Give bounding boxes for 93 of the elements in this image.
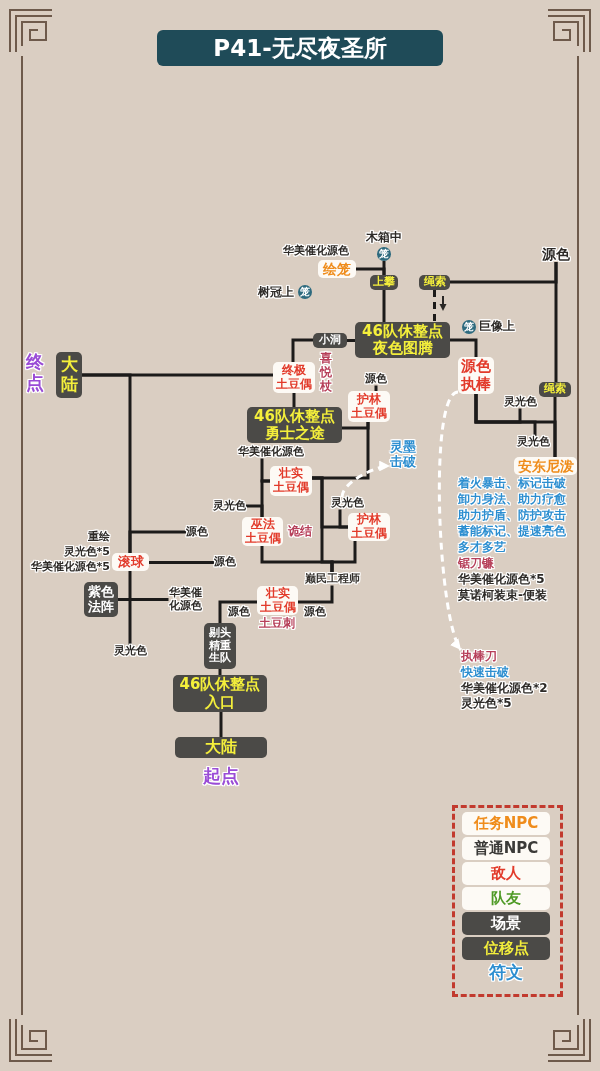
item-label: 灵光色	[113, 645, 147, 658]
item-label: 华美催化源色*2	[461, 681, 548, 696]
drop-label: 锯刀镰	[458, 557, 494, 571]
legend-key: 位移点	[462, 937, 550, 960]
legend-key: 队友	[462, 887, 550, 910]
title-banner: P41-无尽夜圣所	[157, 30, 443, 66]
item-label: 重绘	[88, 531, 110, 544]
scene-tag: 剔头精重生队	[204, 623, 236, 669]
dashed-arrow	[340, 461, 391, 498]
route-line	[149, 561, 214, 564]
location-label: 巨像上	[479, 320, 515, 334]
item-label: 源色	[228, 606, 250, 619]
item-label: 灵光色	[503, 396, 537, 409]
item-label: 华美催化源色*5	[458, 573, 545, 587]
location-label: 木箱中	[366, 231, 402, 245]
enemy-tag: 壮实土豆偶	[270, 466, 312, 496]
waypoint-tag: 上攀	[370, 275, 398, 290]
waypoint-tag: 46队休整点入口	[173, 675, 267, 712]
drop-label: 喜悦杖	[319, 352, 333, 394]
waypoint-tag: 46队休整点夜色图腾	[355, 322, 450, 358]
scene-tag: 小洞	[313, 333, 347, 348]
enemy-tag: 终极土豆偶	[273, 362, 315, 393]
route-line	[128, 530, 186, 553]
route-line	[298, 585, 334, 604]
item-label: 灵光色	[212, 500, 246, 513]
dashed-arrow	[437, 390, 463, 651]
route-line	[291, 338, 313, 362]
item-label: 华美催化源色	[168, 587, 202, 613]
route-line	[260, 546, 334, 573]
dashed-route-line	[433, 290, 436, 322]
item-label: 源色	[304, 606, 326, 619]
cage-marker: 笼	[462, 320, 476, 334]
cage-marker: 笼	[377, 247, 391, 261]
endpoint-label: 起点	[203, 766, 239, 787]
rune-label: 卸力身法、助力疗愈	[458, 493, 566, 507]
item-label: 灵光色	[330, 497, 364, 510]
legend-key: 符文	[489, 963, 523, 983]
item-label: 源色	[542, 246, 570, 263]
quest-npc-tag: 安东尼泼	[514, 457, 577, 475]
enemy-tag: 壮实土豆偶	[257, 586, 298, 615]
legend-key: 普通NPC	[462, 837, 550, 860]
route-line	[347, 339, 355, 342]
route-line	[218, 669, 222, 675]
waypoint-tag: 大陆	[56, 352, 82, 398]
route-line	[382, 290, 386, 322]
legend-key: 任务NPC	[462, 812, 550, 835]
rune-label: 快速击破	[461, 665, 510, 680]
route-line	[260, 479, 270, 517]
waypoint-tag: 绳索	[539, 382, 571, 397]
route-line	[474, 394, 537, 436]
item-label: 华美催化源色	[238, 446, 304, 459]
quest-npc-tag: 绘笼	[318, 260, 356, 278]
item-label: 灵光色*5	[461, 697, 513, 712]
scene-tag: 紫色法阵	[84, 582, 118, 617]
enemy-tag: 源色执棒	[458, 357, 494, 394]
waypoint-tag: 大陆	[175, 737, 267, 758]
rune-label: 助力护盾、防护攻击	[458, 509, 566, 523]
enemy-tag: 护林土豆偶	[348, 513, 390, 541]
legend-key: 场景	[462, 912, 550, 935]
route-line	[554, 262, 558, 382]
item-label: 灵光色*5	[63, 546, 110, 559]
item-label: 源色	[186, 526, 208, 539]
rune-label: 多才多艺	[458, 541, 506, 555]
route-line	[128, 571, 132, 645]
drop-label: 执棒刀	[461, 650, 498, 664]
location-label: 树冠上	[258, 286, 294, 300]
waypoint-tag: 46队休整点勇士之途	[247, 407, 342, 443]
enemy-tag: 巫法土豆偶	[242, 517, 283, 546]
item-label: 灵光色	[516, 436, 550, 449]
cage-marker: 笼	[298, 285, 312, 299]
item-label: 华美催化源色	[283, 245, 349, 258]
route-line	[382, 261, 386, 275]
route-line	[218, 600, 257, 623]
item-label: 华美催化源色*5	[30, 561, 110, 574]
npc-label: 巅民工程师	[304, 573, 360, 586]
rune-label: 着火暴击、标记击破	[458, 477, 566, 491]
drop-label: 诡结	[288, 525, 312, 539]
legend-key: 敌人	[462, 862, 550, 885]
route-line	[219, 712, 223, 737]
item-label: 莫诺柯装束-便装	[458, 589, 547, 603]
route-line	[374, 385, 378, 391]
item-label: 源色	[214, 556, 236, 569]
route-line	[450, 338, 478, 357]
endpoint-label: 终点	[25, 352, 45, 394]
rune-label: 蓄能标记、提速亮色	[458, 525, 566, 539]
rune-label: 灵墨击破	[390, 440, 416, 470]
item-label: 源色	[365, 373, 387, 386]
waypoint-tag: 绳索	[419, 275, 450, 290]
drop-label: 土豆刺	[259, 617, 295, 631]
route-line	[118, 598, 169, 601]
enemy-tag: 滚球	[112, 553, 149, 571]
route-line	[292, 393, 296, 407]
enemy-tag: 护林土豆偶	[348, 391, 390, 422]
